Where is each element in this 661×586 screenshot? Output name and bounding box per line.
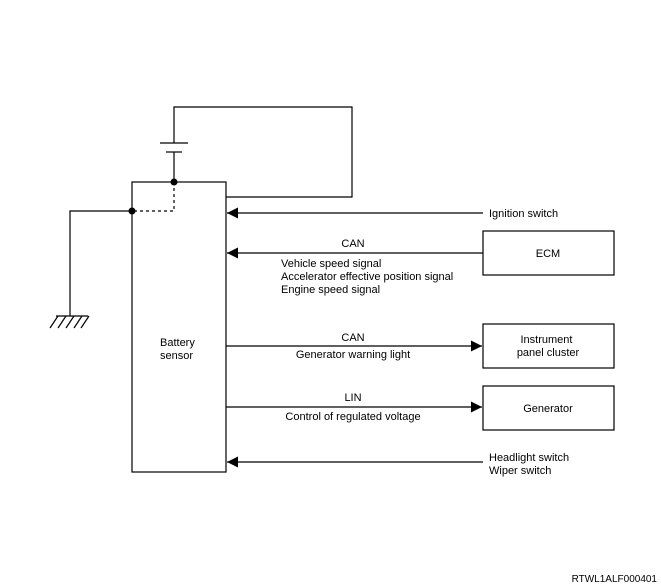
cluster-bus-label: CAN [341, 332, 364, 344]
wiper-switch-label: Wiper switch [489, 465, 551, 477]
ecm-bus-label: CAN [341, 238, 364, 250]
cluster-label-line-1: Instrument [520, 334, 572, 346]
generator-bus-label: LIN [344, 392, 361, 404]
ignition-switch-label: Ignition switch [489, 208, 558, 220]
generator-label: Generator [523, 403, 573, 415]
switch-inputs-label: Headlight switch Wiper switch [489, 452, 572, 477]
internal-dashed-link [132, 182, 175, 212]
battery-circuit [160, 106, 353, 198]
ground-icon [49, 315, 90, 329]
ecm-signal-1: Vehicle speed signal [281, 258, 381, 270]
battery-sensor-box [131, 181, 227, 473]
instrument-panel-cluster-box [482, 323, 615, 369]
cluster-label-line-2: panel cluster [517, 347, 580, 359]
ecm-signal-2: Accelerator effective position signal [281, 271, 453, 283]
ecm-label: ECM [536, 248, 560, 260]
instrument-panel-cluster-label: Instrument panel cluster [517, 334, 580, 359]
battery-sensor-label: Battery sensor [160, 337, 198, 362]
battery-junction-dot [170, 178, 178, 186]
generator-box [482, 385, 615, 431]
ground-junction-dot [128, 207, 136, 215]
headlight-switch-label: Headlight switch [489, 452, 569, 464]
ground-circuit [49, 210, 132, 329]
ecm-signal-3: Engine speed signal [281, 284, 380, 296]
cluster-signal-label: Generator warning light [296, 349, 410, 361]
ecm-box [482, 230, 615, 276]
generator-signal-label: Control of regulated voltage [285, 411, 420, 423]
battery-sensor-label-line-1: Battery [160, 337, 195, 349]
ecm-signal-list: Vehicle speed signal Accelerator effecti… [281, 258, 456, 296]
battery-sensor-label-line-2: sensor [160, 350, 193, 362]
figure-code: RTWL1ALF000401 [572, 574, 658, 585]
